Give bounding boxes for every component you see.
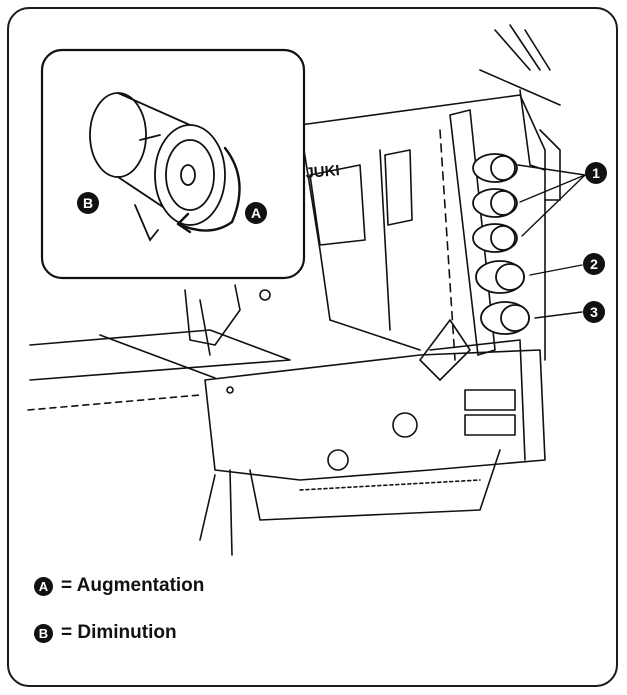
svg-text:2: 2 [590,256,598,272]
machine-body [199,94,546,556]
callout-b-badge: B [77,192,99,214]
sewing-machine-illustration: JUKI B A 1 2 3 [27,24,607,556]
svg-text:3: 3 [590,304,598,320]
machine-table [27,329,291,411]
svg-text:B: B [83,195,93,211]
thread-stand [479,24,561,201]
callout-3-badge: 3 [583,301,605,323]
legend-b-text: = Diminution [61,622,177,643]
legend-a-badge: A [34,576,53,596]
thread-guide-plate [439,109,496,361]
callout-a-badge: A [245,202,267,224]
needle-bar-area [184,149,413,356]
inset-knob-detail [40,48,306,280]
tension-dials [472,153,530,335]
legend-augmentation: A = Augmentation [34,575,204,597]
legend-diminution: B = Diminution [34,622,177,644]
legend-a-text: = Augmentation [61,575,205,596]
callout-leaders [517,164,586,319]
legend-b-badge: B [34,623,53,643]
machine-brand-text: JUKI [305,162,341,182]
svg-text:1: 1 [592,165,600,181]
svg-text:A: A [251,205,261,221]
callout-2-badge: 2 [583,253,605,275]
callout-1-badge: 1 [585,162,607,184]
